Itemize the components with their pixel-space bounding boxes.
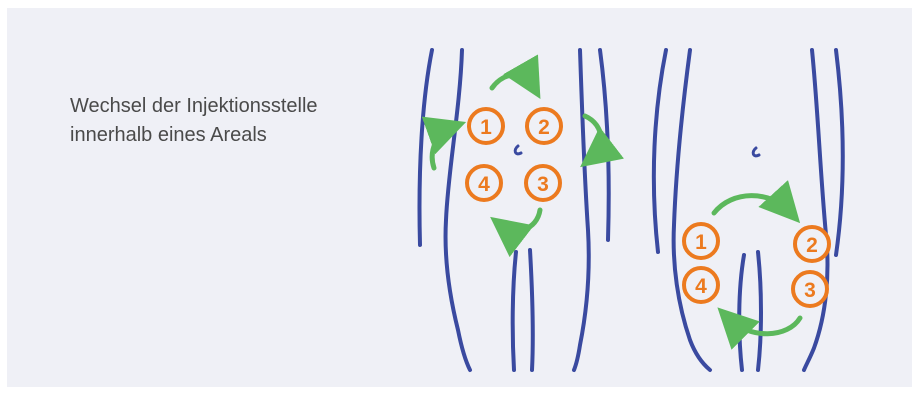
arrow-icon: [502, 210, 540, 231]
thigh-sites: 1 2 3 4: [684, 224, 829, 306]
right-torso-outline: [574, 50, 589, 370]
site-label: 4: [478, 173, 490, 196]
thigh-figure: [654, 50, 843, 370]
site-label: 2: [538, 116, 550, 139]
site-marker: 2: [527, 109, 561, 143]
navel-mark: [515, 146, 521, 154]
right-leg-inner: [758, 252, 761, 370]
site-marker: 1: [469, 109, 503, 143]
arrow-icon: [714, 196, 790, 213]
abdomen-sites: 1 2 3 4: [467, 109, 561, 200]
left-arm-outline: [420, 50, 433, 245]
site-label: 1: [695, 231, 707, 254]
right-arm-outline: [836, 50, 843, 255]
site-label: 4: [695, 275, 707, 298]
arrow-icon: [585, 116, 601, 158]
site-marker: 3: [526, 166, 560, 200]
site-marker: 4: [684, 268, 718, 302]
left-torso-outline: [674, 50, 710, 370]
navel-mark: [753, 148, 759, 156]
arrow-icon: [432, 127, 452, 168]
left-torso-outline: [446, 50, 471, 370]
site-label: 1: [480, 116, 492, 139]
left-leg-inner: [739, 255, 744, 370]
site-marker: 1: [684, 224, 718, 258]
thigh-rotation-arrows: [714, 196, 800, 334]
site-label: 2: [806, 234, 818, 257]
right-torso-outline: [804, 50, 828, 370]
left-arm-outline: [654, 50, 666, 252]
abdomen-figure: [420, 50, 609, 370]
right-leg-inner: [530, 250, 533, 370]
site-marker: 2: [795, 227, 829, 261]
left-leg-inner: [513, 252, 516, 370]
site-marker: 3: [793, 272, 827, 306]
arrow-icon: [492, 75, 533, 88]
site-label: 3: [537, 173, 549, 196]
site-marker: 4: [467, 166, 501, 200]
site-label: 3: [804, 279, 816, 302]
